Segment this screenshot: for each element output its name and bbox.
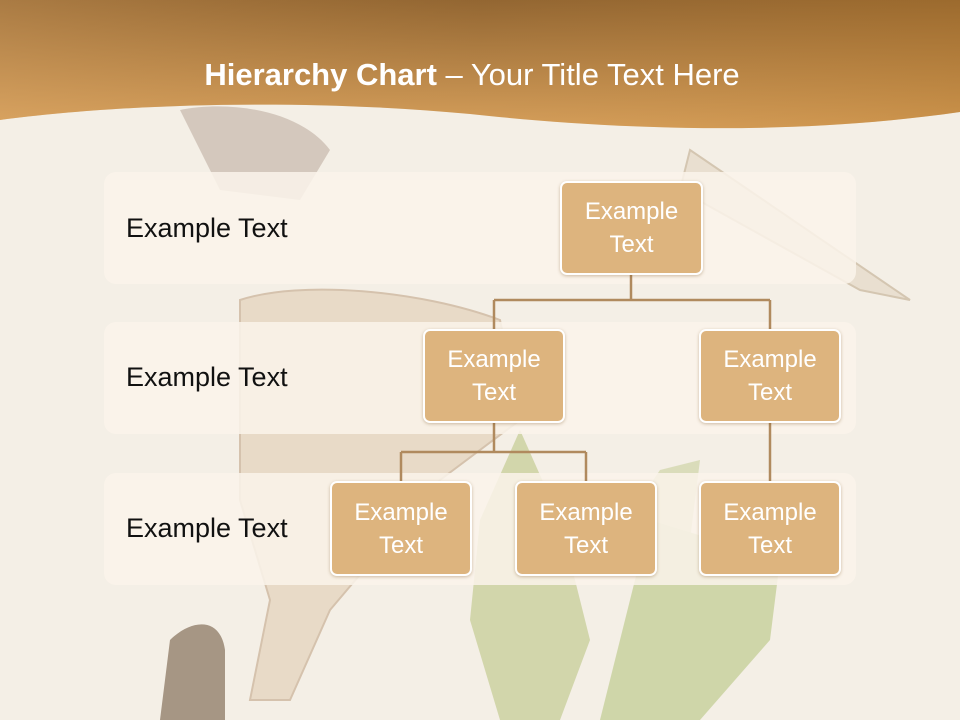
node-root[interactable]: Example Text — [560, 181, 703, 275]
connector-level2-left-to-level3 — [399, 422, 588, 482]
row-band-1 — [104, 172, 856, 284]
node-root-line2: Text — [609, 231, 654, 258]
node-level2-right-line1: Example — [723, 346, 817, 373]
node-level2-right[interactable]: Example Text — [699, 329, 841, 423]
node-level2-right-line2: Text — [747, 379, 792, 406]
node-level3-left-line2: Text — [378, 531, 423, 559]
title-rest-part: – Your Title Text Here — [436, 57, 740, 92]
node-level3-right[interactable]: Example Text — [699, 481, 841, 576]
row-label-3: Example Text — [126, 513, 288, 543]
header-band — [0, 0, 960, 129]
row-label-1: Example Text — [126, 213, 288, 243]
node-level3-right-line2: Text — [747, 531, 792, 559]
node-level3-left[interactable]: Example Text — [330, 481, 472, 576]
node-level3-middle-line1: Example — [539, 498, 633, 526]
illustration-boot — [160, 624, 225, 720]
node-level3-middle[interactable]: Example Text — [515, 481, 657, 576]
page-title: Hierarchy Chart – Your Title Text Here — [0, 52, 944, 98]
node-level3-middle-line2: Text — [563, 531, 608, 559]
title-bold-part: Hierarchy Chart — [204, 57, 437, 92]
row-label-2: Example Text — [126, 362, 288, 392]
node-level2-left[interactable]: Example Text — [423, 329, 565, 423]
connector-root-to-level2 — [492, 274, 772, 330]
node-level2-left-line2: Text — [471, 379, 516, 406]
node-level3-right-line1: Example — [723, 498, 817, 526]
node-level2-left-line1: Example — [447, 346, 541, 373]
node-level3-left-line1: Example — [354, 498, 448, 526]
node-root-line1: Example — [584, 198, 679, 225]
